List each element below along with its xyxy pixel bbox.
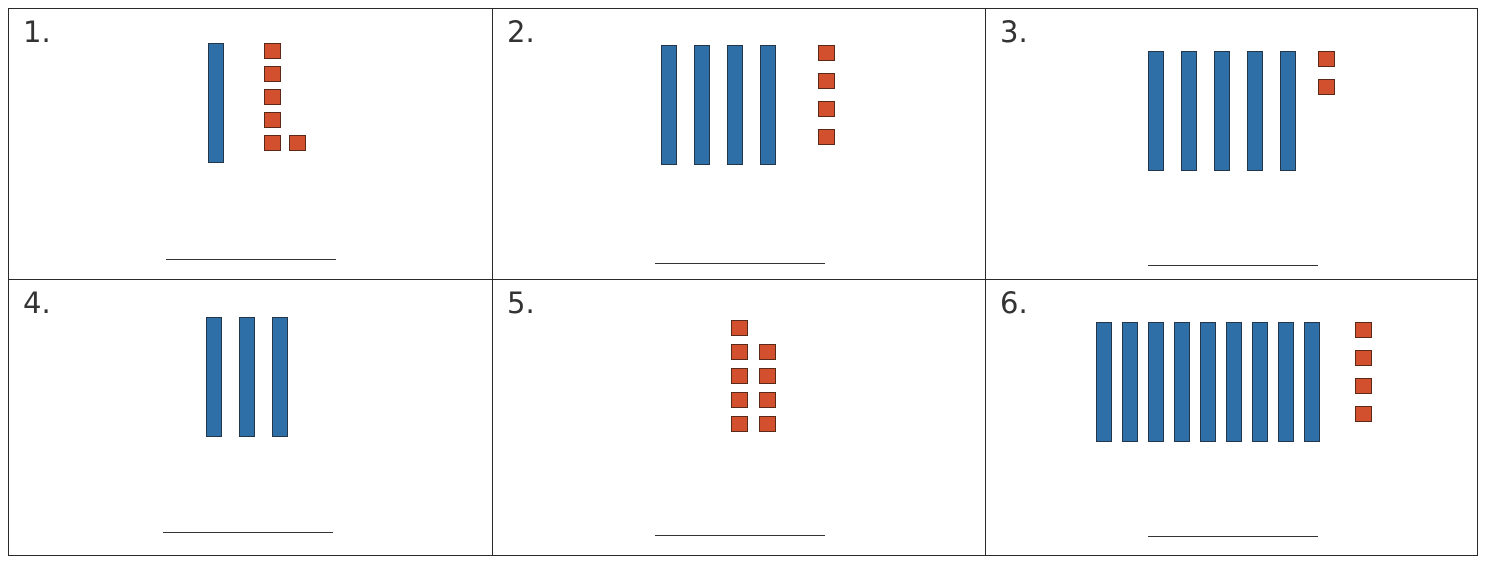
problem-number: 3. [1000, 15, 1028, 49]
problem-number: 5. [507, 286, 535, 320]
ones-cubes [264, 43, 281, 158]
ten-rod [727, 45, 743, 165]
ones-cubes [1318, 51, 1335, 107]
ten-rod [760, 45, 776, 165]
one-cube [731, 320, 748, 336]
ten-rod [1214, 51, 1230, 171]
ten-rod [1200, 322, 1216, 442]
one-cube [731, 416, 748, 432]
one-cube [264, 43, 281, 59]
ones-cubes [1355, 322, 1372, 434]
ten-rod [1247, 51, 1263, 171]
ones-cubes [731, 320, 776, 440]
base-ten-blocks [1148, 51, 1335, 171]
tens-rods [661, 45, 776, 165]
base-ten-blocks [1096, 322, 1372, 442]
ten-rod [1122, 322, 1138, 442]
answer-line[interactable] [1148, 536, 1318, 537]
one-cube [759, 416, 776, 432]
one-cube [264, 66, 281, 82]
answer-line[interactable] [163, 532, 333, 533]
one-cube [264, 89, 281, 105]
ten-rod [661, 45, 677, 165]
ten-rod [1278, 322, 1294, 442]
ten-rod [1174, 322, 1190, 442]
ten-rod [1252, 322, 1268, 442]
one-cube [1355, 322, 1372, 338]
problem-cell-2: 2. [493, 9, 986, 280]
one-cube [1318, 79, 1335, 95]
tens-rods [206, 317, 288, 437]
base-ten-blocks [661, 45, 835, 165]
ten-rod [208, 43, 224, 163]
problem-cell-6: 6. [986, 280, 1477, 555]
ten-rod [1181, 51, 1197, 171]
one-cube [1355, 350, 1372, 366]
ten-rod [239, 317, 255, 437]
one-cube [759, 344, 776, 360]
place-value-worksheet: 1. 2. 3. 4. 5. [8, 8, 1478, 556]
answer-line[interactable] [1148, 265, 1318, 266]
one-cube [731, 344, 748, 360]
answer-line[interactable] [655, 263, 825, 264]
one-cube [759, 368, 776, 384]
tens-rods [1096, 322, 1320, 442]
ten-rod [1148, 322, 1164, 442]
one-cube [1355, 378, 1372, 394]
ten-rod [272, 317, 288, 437]
one-cube [264, 112, 281, 128]
problem-cell-3: 3. [986, 9, 1477, 280]
answer-line[interactable] [166, 259, 336, 260]
cube-column [731, 320, 748, 440]
tens-rods [208, 43, 224, 163]
base-ten-blocks [731, 320, 776, 440]
ten-rod [694, 45, 710, 165]
ten-rod [1304, 322, 1320, 442]
answer-line[interactable] [655, 535, 825, 536]
one-cube [818, 73, 835, 89]
one-cube [818, 129, 835, 145]
one-cube [818, 45, 835, 61]
base-ten-blocks [206, 317, 328, 437]
ones-cubes [818, 45, 835, 157]
tens-rods [1148, 51, 1296, 171]
cube-column [759, 344, 776, 440]
problem-cell-5: 5. [493, 280, 986, 555]
problem-cell-1: 1. [9, 9, 493, 280]
one-cube [289, 135, 306, 151]
problem-number: 1. [23, 15, 51, 49]
problem-number: 6. [1000, 286, 1028, 320]
base-ten-blocks [208, 43, 281, 163]
ten-rod [1096, 322, 1112, 442]
one-cube [264, 135, 281, 151]
ten-rod [206, 317, 222, 437]
ten-rod [1280, 51, 1296, 171]
one-cube [1318, 51, 1335, 67]
ten-rod [1226, 322, 1242, 442]
one-cube [818, 101, 835, 117]
one-cube [731, 392, 748, 408]
one-cube [1355, 406, 1372, 422]
one-cube [759, 392, 776, 408]
problem-cell-4: 4. [9, 280, 493, 555]
problem-number: 4. [23, 286, 51, 320]
problem-number: 2. [507, 15, 535, 49]
ten-rod [1148, 51, 1164, 171]
one-cube [731, 368, 748, 384]
